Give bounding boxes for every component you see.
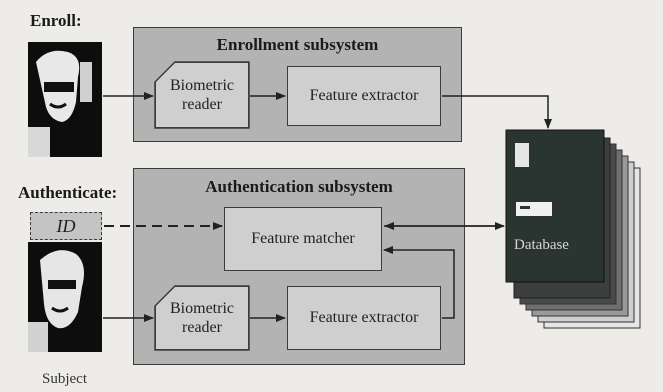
database-sheet xyxy=(525,149,623,311)
authenticate-label: Authenticate: xyxy=(18,183,118,202)
authentication-subsystem-title: Authentication subsystem xyxy=(205,177,393,196)
enrollment-extractor-label: Feature extractor xyxy=(309,87,419,105)
database-label: Database xyxy=(514,237,569,253)
database-sheet xyxy=(531,155,629,317)
enrollment-biometric-reader: Biometric reader xyxy=(155,62,249,128)
enrollment-subsystem-title: Enrollment subsystem xyxy=(216,35,379,54)
enrollment-reader-label: Biometric reader xyxy=(170,76,234,113)
authentication-feature-extractor: Feature extractor xyxy=(287,286,441,350)
enrollment-feature-extractor: Feature extractor xyxy=(287,66,441,126)
database-face-thumbnail xyxy=(515,143,529,167)
authenticate-face-photo xyxy=(28,242,102,352)
database-sheet xyxy=(513,137,611,299)
id-label: ID xyxy=(56,215,76,236)
feature-matcher: Feature matcher xyxy=(224,207,382,271)
database-card-mark xyxy=(520,206,530,209)
authentication-reader-label: Biometric reader xyxy=(170,299,234,336)
authentication-biometric-reader: Biometric reader xyxy=(155,286,249,350)
authentication-extractor-label: Feature extractor xyxy=(309,309,419,327)
database-card xyxy=(516,202,552,216)
database-sheet xyxy=(519,143,617,305)
subject-label: Subject xyxy=(42,371,87,387)
enroll-face-photo xyxy=(28,42,102,157)
feature-matcher-label: Feature matcher xyxy=(251,230,355,248)
database-front-sheet xyxy=(505,129,605,283)
id-input-box: ID xyxy=(30,212,102,240)
enroll-label: Enroll: xyxy=(30,11,82,30)
